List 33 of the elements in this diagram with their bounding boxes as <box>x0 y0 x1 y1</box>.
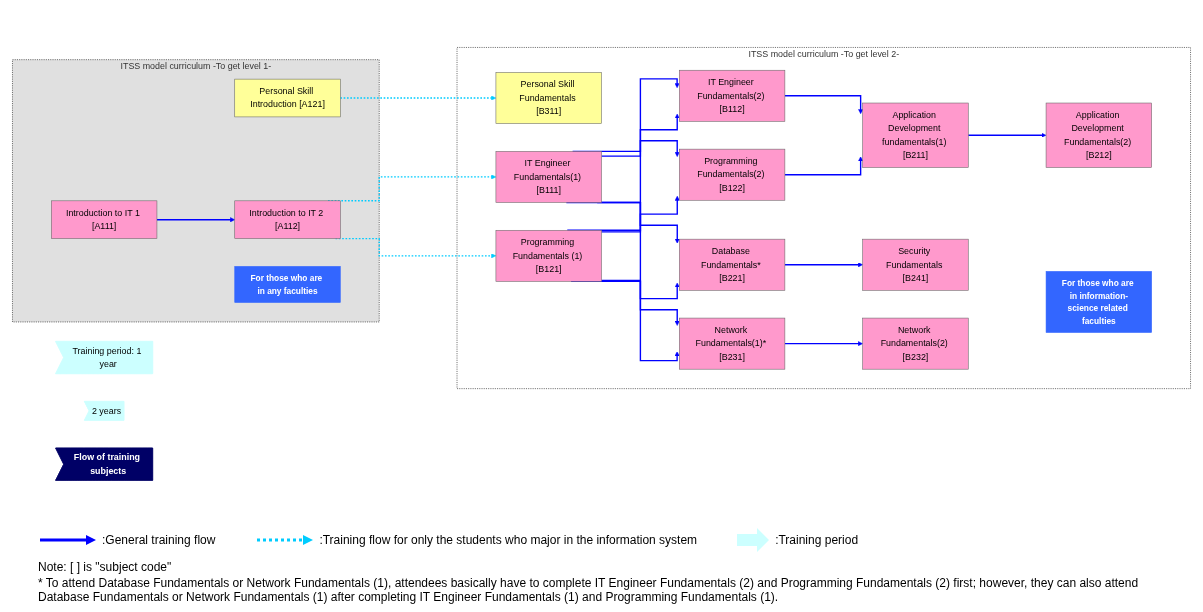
note-text: Note: [ ] is "subject code" <box>38 560 173 574</box>
flowchart-diagram: ITSS model curriculum -To get level 2- ITSS model curriculum -To get level 1- Personal Skill Introduction [A121] Introduction to IT 1 [A111] Introduction to IT 2 [A112] For those who are in any faculties Personal Skill Fundamentals [B311] IT Engineer Fundamentals(1) [B111] Programming Fundamentals (1) [B121] IT Engineer Fundamentals(2) [B112] Programming Fundamentals(2) [B122] Database Fundamentals* [B221] Network Fundamentals(1)* [B231] Application Development fundamentals(1) [B211] Application Development Fundamentals(2) [B212] Security Fundamentals [B241] Network Fundamentals(2) [B232] For those who are in information-science related faculties Training period: 1 year 2 years Flow of training subjects <box>8 43 1195 485</box>
node-box <box>862 239 969 291</box>
arrow <box>600 140 680 157</box>
arrow <box>600 279 680 300</box>
node-box <box>495 151 602 203</box>
arrow <box>784 262 863 268</box>
arrow <box>784 341 863 347</box>
node-box <box>234 200 341 239</box>
cluster <box>456 47 1191 390</box>
node-box <box>679 317 786 370</box>
node-box <box>679 239 786 291</box>
legend-text: :General training flow <box>102 533 216 547</box>
node-box <box>495 72 602 124</box>
node-box <box>51 200 158 239</box>
arrow <box>600 195 680 233</box>
arrow <box>967 132 1047 138</box>
node-box <box>1045 271 1152 333</box>
cluster <box>12 59 380 323</box>
legend-text: :Training period <box>775 533 859 547</box>
legend-text: :Training flow for only the students who major in the information system <box>319 533 698 547</box>
node-box <box>679 70 786 122</box>
arrow <box>784 95 864 115</box>
node-box <box>495 230 602 282</box>
node-box <box>679 148 786 201</box>
node-box <box>234 266 341 303</box>
arrow <box>784 156 864 176</box>
node-box <box>862 317 969 370</box>
arrow <box>156 217 235 223</box>
node-box <box>862 102 969 168</box>
node-box <box>1045 102 1152 168</box>
note-text: * To attend Database Fundamentals or Network Fundamentals (1), attendees basically have to complete IT Engineer Fundamentals (2) and Programming Fundamentals (2) first; however, they can also attend Database Fundamentals or Network Fundamentals (1) after completing IT Engineer Fundamentals (1) and Programming Fundamentals (1). <box>38 576 1140 604</box>
node-box <box>234 78 341 118</box>
